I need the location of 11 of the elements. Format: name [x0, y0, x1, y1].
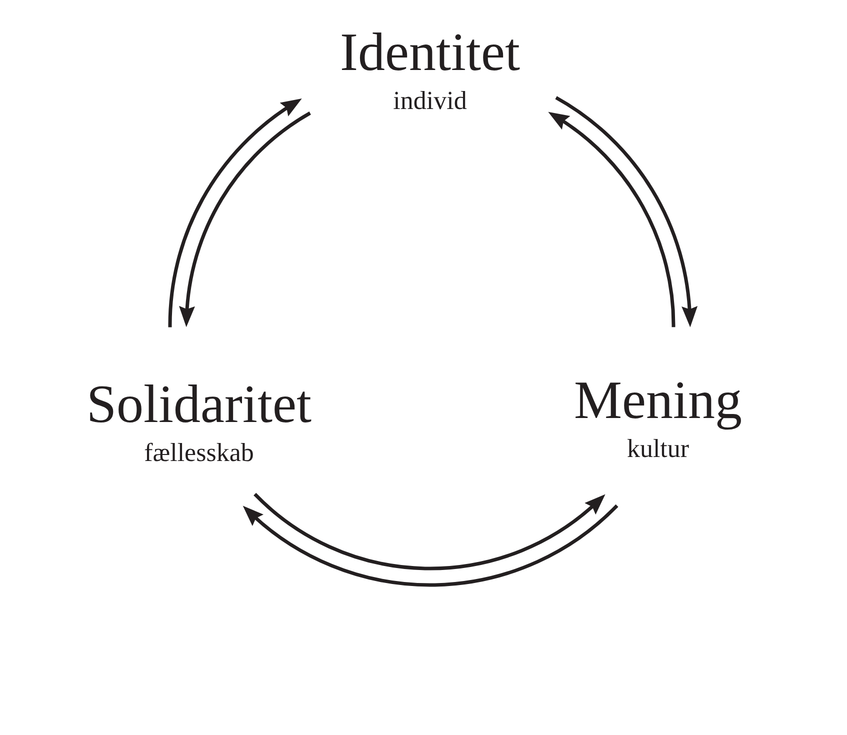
curved-arrow [168, 98, 302, 328]
curved-arrow [242, 504, 618, 587]
concept-subheading: kultur [626, 436, 690, 462]
concept-subheading: individ [393, 88, 467, 114]
concept-heading: Solidaritet [86, 377, 312, 431]
curved-arrow [555, 96, 697, 328]
curved-arrow [548, 111, 676, 328]
concept-heading: Identitet [340, 25, 520, 79]
curved-arrow [254, 492, 606, 570]
concept-subheading: fællesskab [144, 440, 254, 466]
curved-arrow [180, 112, 312, 328]
